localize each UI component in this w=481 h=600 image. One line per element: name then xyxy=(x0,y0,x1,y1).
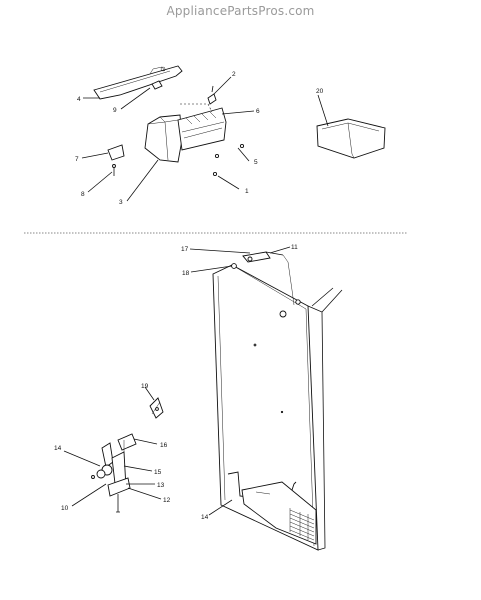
part-20-tray xyxy=(316,118,386,159)
panel-bottom-module xyxy=(227,471,317,545)
callout-10: 10 xyxy=(61,505,69,512)
callout-1: 1 xyxy=(245,188,249,195)
callout-4: 4 xyxy=(77,96,81,103)
callout-6: 6 xyxy=(256,108,260,115)
panel-marks xyxy=(253,343,284,414)
callout-5: 5 xyxy=(254,159,258,166)
callout-14b: 14 xyxy=(201,514,209,521)
callout-labels: 1 2 3 4 5 6 7 8 9 20 17 11 18 19 14 16 1… xyxy=(54,71,324,521)
callout-16: 16 xyxy=(160,442,168,449)
part-4-cover xyxy=(93,65,183,100)
callout-3: 3 xyxy=(119,199,123,206)
part-2-clip xyxy=(207,85,217,105)
part-19-clip xyxy=(149,397,164,419)
callout-9: 9 xyxy=(113,107,117,114)
watermark-text: AppliancePartsPros.com xyxy=(166,4,315,18)
callout-8: 8 xyxy=(81,191,85,198)
part-3-icemaker-housing xyxy=(144,103,227,163)
callout-14a: 14 xyxy=(54,445,62,452)
screws-upper xyxy=(212,143,245,177)
leaders-upper xyxy=(81,76,329,202)
leaders-lower xyxy=(63,246,291,516)
part-8-screw xyxy=(112,164,116,176)
callout-19: 19 xyxy=(141,383,149,390)
callout-12: 12 xyxy=(163,497,171,504)
callout-17: 17 xyxy=(181,246,189,253)
part-9-connector xyxy=(151,80,163,90)
callout-15: 15 xyxy=(154,469,162,476)
callout-20: 20 xyxy=(316,88,324,95)
callout-18: 18 xyxy=(182,270,190,277)
callout-13: 13 xyxy=(157,482,165,489)
callout-11: 11 xyxy=(291,244,298,251)
panel-top-bracket xyxy=(231,251,301,318)
callout-2: 2 xyxy=(232,71,236,78)
water-valve-assembly xyxy=(91,433,137,513)
callout-7: 7 xyxy=(75,156,79,163)
part-7-bracket xyxy=(107,144,125,161)
